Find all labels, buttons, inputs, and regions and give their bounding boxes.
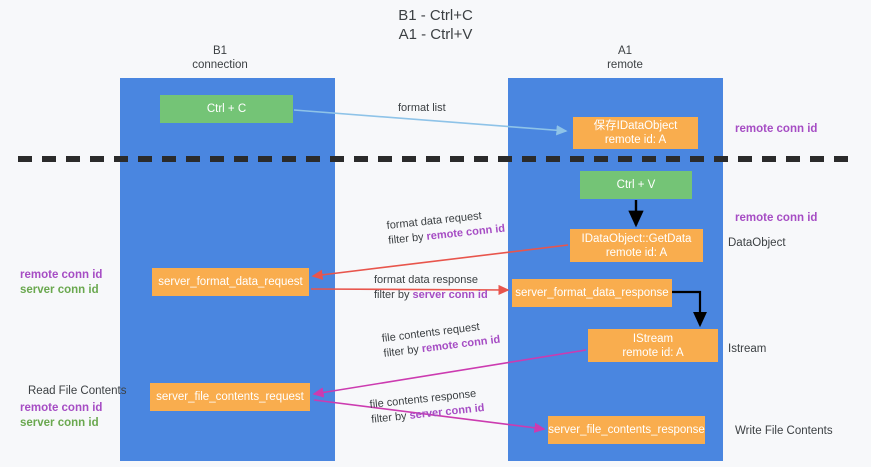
node-idataobject-getdata-remoteid: remote id: A [605, 246, 668, 259]
node-ctrl-v-label: Ctrl + V [616, 179, 656, 191]
edge-label-format-data-response: format data response filter by server co… [374, 273, 488, 303]
node-ctrl-c[interactable]: Ctrl + C [160, 95, 293, 123]
annotation-right-remote-conn-id-top: remote conn id [735, 123, 818, 135]
annotation-left-remote-conn-id-2: remote conn id [20, 402, 103, 414]
node-server-file-contents-request[interactable]: server_file_contents_request [150, 383, 310, 411]
edge-label-format-data-request: format data request filter by remote con… [386, 207, 506, 249]
edge-label-file-contents-request: file contents request filter by remote c… [381, 318, 501, 362]
node-idataobject-getdata[interactable]: IDataObject::GetData remote id: A [570, 229, 703, 262]
filter-prefix: filter by [370, 409, 411, 426]
node-server-file-contents-response-label: server_file_contents_response [548, 424, 705, 436]
edge-label-format-list-text: format list [398, 102, 446, 114]
node-server-format-data-request-label: server_format_data_request [158, 276, 303, 288]
annotation-left-remote-conn-id-1: remote conn id [20, 269, 103, 281]
node-server-file-contents-request-label: server_file_contents_request [156, 391, 304, 403]
annotation-write-file-contents: Write File Contents [735, 425, 833, 437]
column-header-a1: A1 remote [545, 44, 705, 72]
node-istream-label: IStream [632, 332, 674, 345]
annotation-left-server-conn-id-1: server conn id [20, 284, 99, 296]
column-header-b1: B1 connection [140, 44, 300, 72]
edge-label-file-contents-response: file contents response filter by server … [369, 386, 485, 428]
node-ctrl-v[interactable]: Ctrl + V [580, 171, 692, 199]
column-header-a1-name: A1 [617, 45, 633, 57]
phase-divider [18, 156, 856, 162]
annotation-right-remote-conn-id-mid: remote conn id [735, 212, 818, 224]
node-idataobject-getdata-label: IDataObject::GetData [581, 232, 692, 245]
annotation-left-conn-ids-bottom: remote conn id server conn id [20, 401, 102, 431]
diagram-title-line2: A1 - Ctrl+V [398, 26, 473, 43]
column-header-b1-role: connection [192, 59, 248, 71]
node-save-idataobject-remoteid: remote id: A [604, 134, 667, 146]
annotation-read-file-contents: Read File Contents [28, 385, 127, 397]
node-save-idataobject[interactable]: 保存IDataObject remote id: A [573, 117, 698, 149]
node-istream[interactable]: IStream remote id: A [588, 329, 718, 362]
column-header-b1-name: B1 [212, 45, 228, 57]
node-save-idataobject-label: 保存IDataObject [593, 120, 678, 132]
annotation-left-conn-ids-top: remote conn id server conn id [20, 268, 102, 298]
node-ctrl-c-label: Ctrl + C [206, 103, 247, 115]
annotation-left-server-conn-id-2: server conn id [20, 417, 99, 429]
edge-label-format-data-response-filter: filter by server conn id [374, 288, 488, 303]
edge-label-format-data-response-text: format data response [374, 274, 478, 286]
node-server-format-data-response[interactable]: server_format_data_response [512, 279, 672, 307]
annotation-dataobject: DataObject [728, 237, 786, 249]
filter-key-server-conn-id: server conn id [412, 289, 488, 301]
edge-label-format-list: format list [398, 101, 446, 116]
node-server-format-data-response-label: server_format_data_response [515, 287, 669, 299]
node-server-format-data-request[interactable]: server_format_data_request [152, 268, 309, 296]
annotation-istream: Istream [728, 343, 767, 355]
diagram-title-line1: B1 - Ctrl+C [398, 7, 473, 24]
filter-prefix: filter by [387, 230, 428, 247]
filter-prefix: filter by [374, 289, 413, 301]
diagram-title: B1 - Ctrl+C A1 - Ctrl+V [0, 6, 871, 44]
node-istream-remoteid: remote id: A [622, 346, 684, 359]
filter-prefix: filter by [382, 343, 423, 360]
node-server-file-contents-response[interactable]: server_file_contents_response [548, 416, 705, 444]
column-header-a1-role: remote [607, 59, 643, 71]
